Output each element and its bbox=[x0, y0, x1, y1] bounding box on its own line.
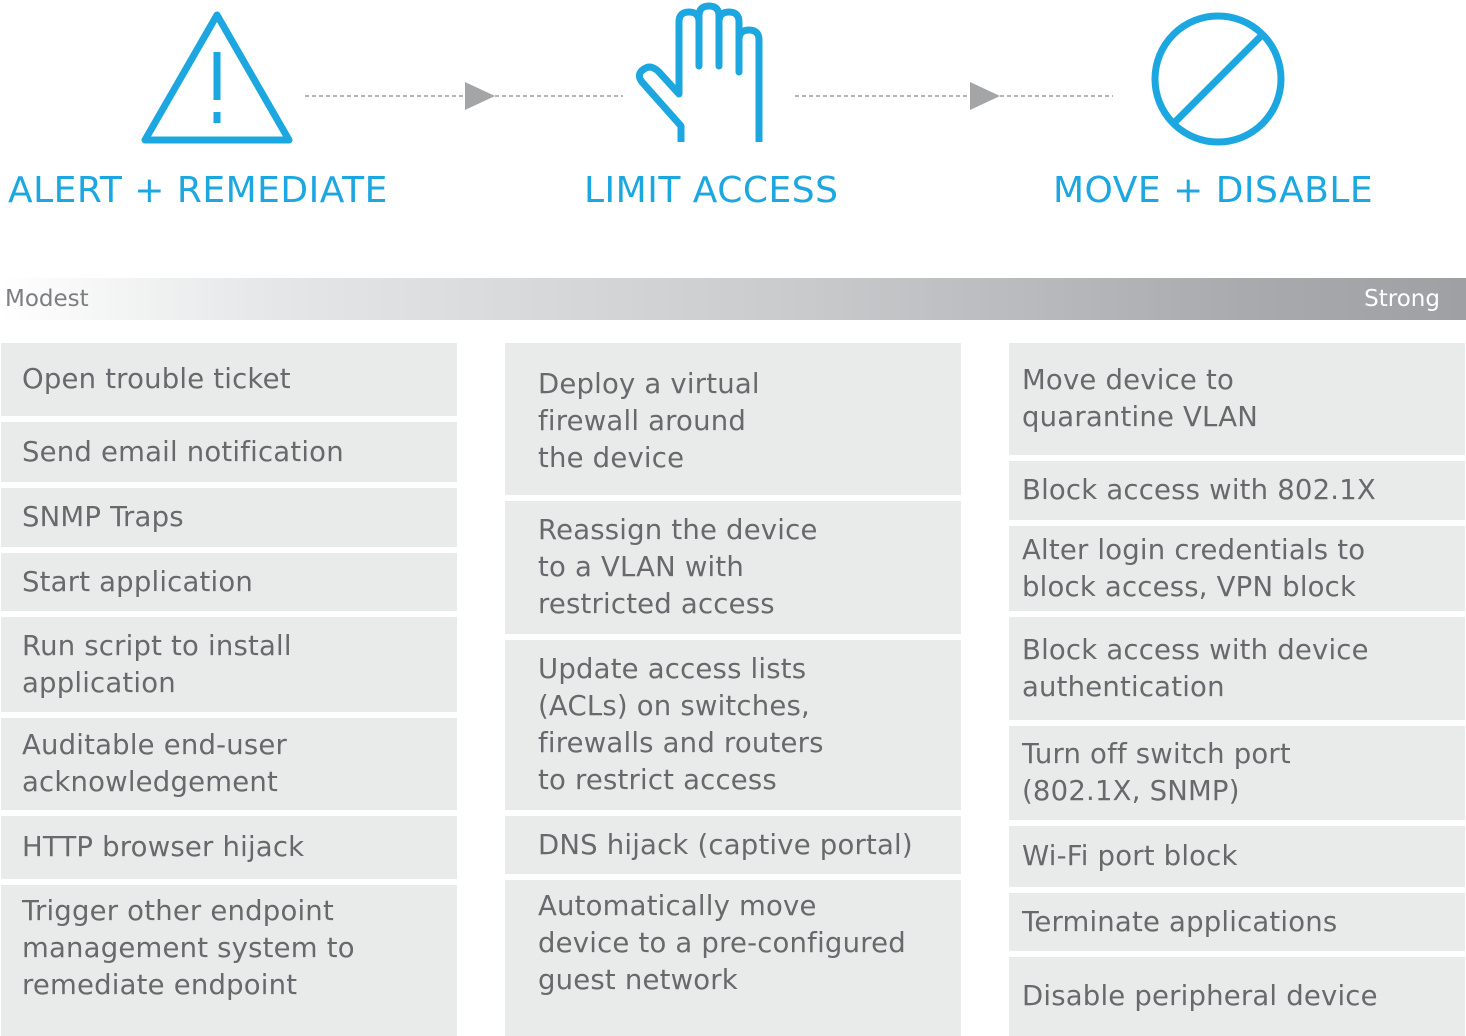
list-item: Disable peripheral device bbox=[1009, 957, 1465, 1036]
list-item: Automatically move device to a pre-confi… bbox=[505, 880, 961, 1036]
stage-title-move-disable: MOVE + DISABLE bbox=[1053, 170, 1374, 211]
list-item: Trigger other endpoint management system… bbox=[1, 885, 457, 1036]
list-item: Update access lists (ACLs) on switches, … bbox=[505, 640, 961, 810]
arrow-connector-1 bbox=[305, 82, 623, 110]
arrow-connector-2 bbox=[795, 82, 1113, 110]
stage-title-limit-access: LIMIT ACCESS bbox=[584, 170, 839, 211]
scale-label-modest: Modest bbox=[5, 286, 89, 312]
list-item: Move device to quarantine VLAN bbox=[1009, 343, 1465, 455]
list-item: Block access with device authentication bbox=[1009, 617, 1465, 720]
warning-triangle-icon bbox=[141, 11, 293, 144]
list-item: Start application bbox=[1, 553, 457, 611]
list-item: Open trouble ticket bbox=[1, 343, 457, 416]
strength-scale-bar: Modest Strong bbox=[0, 278, 1466, 320]
list-item: Reassign the device to a VLAN with restr… bbox=[505, 501, 961, 634]
list-item: Auditable end-user acknowledgement bbox=[1, 718, 457, 810]
list-item: Wi-Fi port block bbox=[1009, 826, 1465, 887]
list-item: DNS hijack (captive portal) bbox=[505, 816, 961, 874]
list-item: SNMP Traps bbox=[1, 488, 457, 547]
scale-label-strong: Strong bbox=[1364, 286, 1440, 312]
list-item: Block access with 802.1X bbox=[1009, 461, 1465, 520]
prohibited-icon bbox=[1151, 12, 1285, 146]
list-item: Run script to install application bbox=[1, 617, 457, 712]
list-item: Terminate applications bbox=[1009, 893, 1465, 951]
raised-hand-icon bbox=[635, 2, 763, 142]
stage-title-alert-remediate: ALERT + REMEDIATE bbox=[8, 170, 388, 211]
list-item: HTTP browser hijack bbox=[1, 816, 457, 879]
list-item: Deploy a virtual firewall around the dev… bbox=[505, 343, 961, 495]
list-item: Send email notification bbox=[1, 422, 457, 482]
list-item: Turn off switch port (802.1X, SNMP) bbox=[1009, 726, 1465, 820]
list-item: Alter login credentials to block access,… bbox=[1009, 526, 1465, 611]
